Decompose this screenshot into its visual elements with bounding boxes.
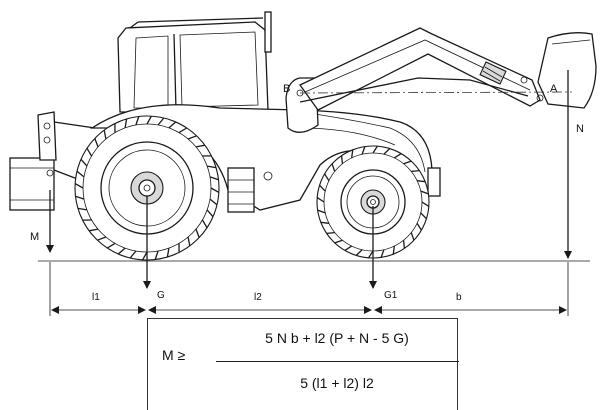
formula-denominator: 5 (l1 + l2) l2	[300, 375, 374, 391]
label-n: N	[576, 123, 584, 135]
formula-numerator: 5 N b + l2 (P + N - 5 G)	[265, 330, 409, 346]
reference-line-b-a	[299, 91, 573, 94]
label-dim-b: b	[456, 292, 462, 303]
label-l1: l1	[92, 292, 100, 303]
label-b-point: B	[283, 83, 290, 95]
label-l2: l2	[254, 292, 262, 303]
formula-lhs: M ≥	[162, 347, 186, 363]
formula-box: M ≥ 5 N b + l2 (P + N - 5 G) 5 (l1 + l2)…	[147, 318, 459, 410]
formula-fraction-bar	[216, 361, 459, 362]
label-g: G	[157, 290, 165, 301]
loader-frame	[285, 27, 544, 133]
label-g1: G1	[384, 290, 398, 301]
rear-wheel	[74, 115, 220, 261]
rear-ballast	[9, 111, 96, 211]
tractor-cab	[117, 11, 272, 113]
loader-bucket	[537, 32, 597, 109]
label-a-point: A	[550, 83, 558, 95]
label-m: M	[30, 231, 39, 243]
